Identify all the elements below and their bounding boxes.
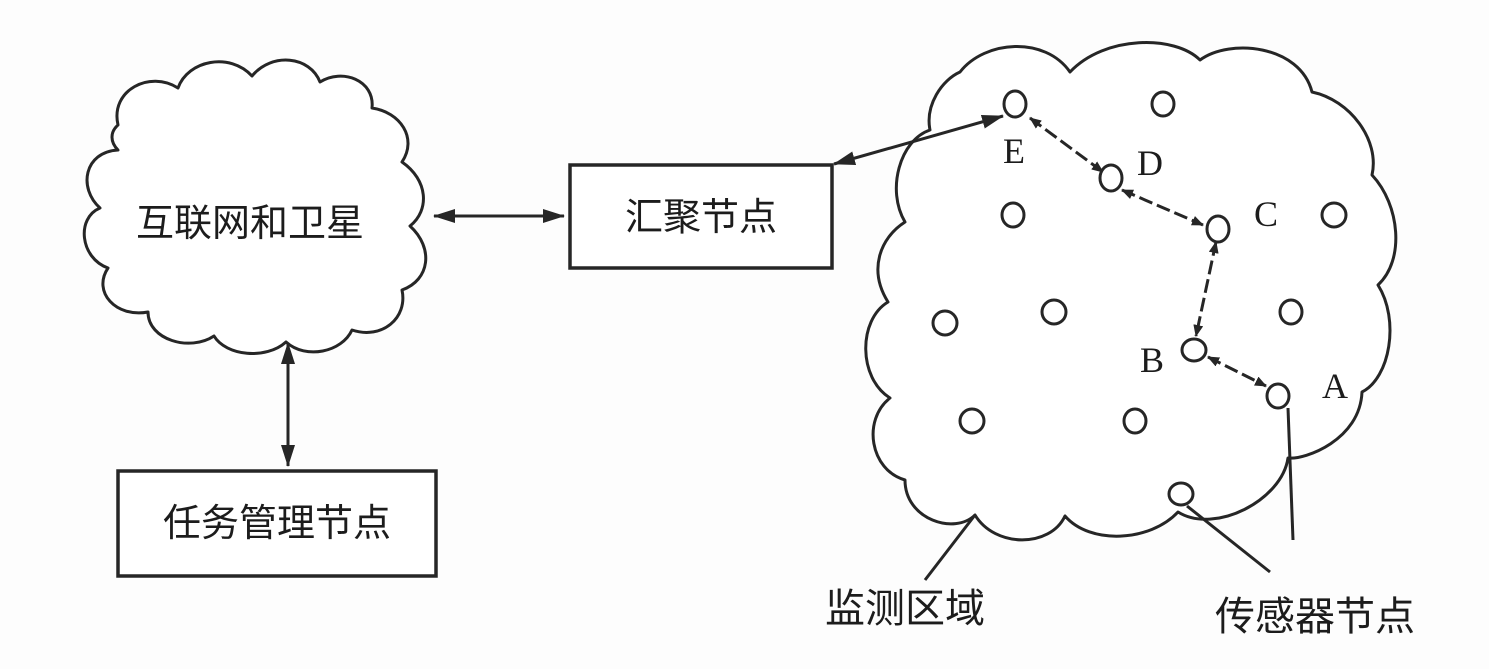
sensor-node-leader-line: [1186, 504, 1271, 574]
sensor-node-c: [1205, 214, 1231, 244]
sink-node-label: 汇聚节点: [625, 195, 777, 239]
sensor-node-d: [1098, 163, 1124, 193]
sink-node-box: [568, 163, 834, 270]
route-e-d-arrow: [1029, 116, 1104, 174]
route-c-b-arrow: [1193, 241, 1219, 337]
route-d-c-arrow: [1121, 188, 1204, 227]
sensor-node: [931, 309, 959, 337]
sensor-node: [958, 407, 986, 435]
monitoring-area-cloud: [864, 41, 1398, 542]
sensor-node: [1122, 407, 1148, 435]
monitoring-area-label: 监测区域: [825, 586, 985, 632]
route-label-b: B: [1140, 340, 1164, 380]
route-label-d: D: [1137, 143, 1163, 183]
internet-satellite-cloud: [82, 58, 428, 355]
sensor-node: [1150, 90, 1176, 118]
sensor-node: [1278, 298, 1304, 326]
sensor-node-e: [1002, 89, 1028, 119]
route-label-a: A: [1322, 366, 1348, 406]
sink-to-e-arrow: [833, 114, 1004, 166]
route-label-e: E: [1003, 131, 1025, 171]
sensor-node: [1040, 298, 1068, 326]
sensor-node: [1000, 201, 1026, 229]
monitoring-area-leader-line: [923, 514, 977, 581]
sensor-node-leader-line-a: [1286, 407, 1295, 541]
route-b-a-arrow: [1207, 355, 1267, 388]
sensor-node-label: 传感器节点: [1215, 594, 1415, 640]
task-management-node-box: [116, 469, 438, 578]
internet-satellite-label: 互联网和卫星: [136, 201, 364, 245]
sensor-node: [1320, 201, 1348, 229]
task-management-node-label: 任务管理节点: [163, 501, 391, 545]
sensor-node: [1167, 481, 1195, 507]
sensor-node-a: [1265, 382, 1291, 410]
route-label-c: C: [1254, 194, 1278, 234]
sensor-node-b: [1180, 337, 1208, 363]
